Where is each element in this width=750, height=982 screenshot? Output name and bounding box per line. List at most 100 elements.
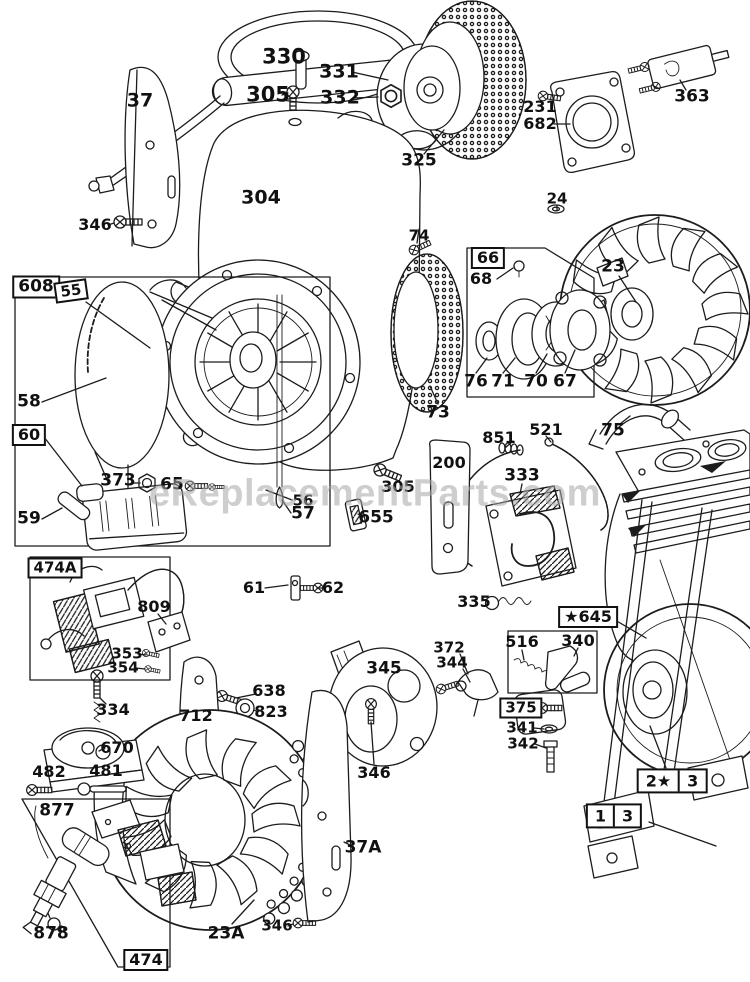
- coil-box-474A-drawing: [29, 556, 191, 681]
- armature-333-drawing: [485, 485, 577, 587]
- part-label-474: 474: [123, 949, 169, 971]
- part-label-23A: 23A: [207, 923, 245, 944]
- part-label-335: 335: [457, 592, 491, 611]
- part-label-363: 363: [674, 86, 710, 107]
- part-label-333: 333: [504, 465, 540, 486]
- split-box-1-3-cell-1: 3: [613, 805, 640, 827]
- part-label-73: 73: [426, 402, 450, 423]
- split-box-2-3: 2★3: [636, 768, 708, 794]
- part-label-354: 354: [107, 658, 139, 677]
- rewind-pulley-drawing: [155, 259, 361, 509]
- part-label-75: 75: [601, 420, 625, 441]
- part-label-344: 344: [436, 653, 468, 672]
- part-label-638: 638: [252, 681, 286, 700]
- split-box-1-3-cell-0: 1: [594, 806, 606, 826]
- part-label-877: 877: [39, 800, 75, 821]
- cylinder-block-drawing: [513, 429, 750, 879]
- mount-group-drawing: [26, 669, 145, 796]
- roller-59-drawing: [57, 491, 91, 521]
- small-hardware-drawing: [138, 204, 565, 601]
- tank-60-drawing: [76, 483, 188, 551]
- part-label-37: 37: [126, 89, 154, 112]
- part-label-332: 332: [320, 86, 360, 109]
- part-label-809: 809: [137, 597, 171, 616]
- part-label-60: 60: [11, 424, 47, 446]
- part-label-481: 481: [89, 761, 123, 780]
- part-label-24: 24: [546, 189, 568, 208]
- part-label-70: 70: [524, 371, 548, 392]
- part-label-200: 200: [432, 453, 466, 472]
- part-label-58: 58: [17, 391, 41, 412]
- baffle-200-drawing: [428, 439, 471, 575]
- hose-521-drawing: [544, 437, 609, 531]
- part-label-56: 56: [292, 491, 314, 510]
- air-deflector-37-drawing: [113, 66, 181, 249]
- part-label-331: 331: [319, 60, 359, 83]
- screw-335-drawing: [484, 595, 532, 611]
- rotating-screen-73-drawing: [390, 253, 464, 413]
- part-label-375: 375: [499, 697, 543, 719]
- part-label-342: 342: [507, 734, 539, 753]
- part-label-516: 516: [505, 632, 539, 651]
- part-label-231: 231: [523, 97, 557, 116]
- part-label-37A: 37A: [344, 837, 382, 858]
- part-label-star645: ★645: [558, 606, 618, 628]
- linkage-box-516-340-drawing: [507, 630, 598, 694]
- breather-plate-231-682-drawing: [537, 70, 636, 174]
- part-label-334: 334: [96, 700, 130, 719]
- part-label-23: 23: [601, 256, 625, 277]
- part-label-341: 341: [506, 718, 538, 737]
- backplate-37A-drawing: [292, 689, 352, 929]
- spark-plug-878-drawing: [22, 856, 77, 935]
- part-label-325: 325: [401, 150, 437, 171]
- part-label-65: 65: [160, 474, 184, 495]
- part-label-346: 346: [357, 763, 391, 782]
- part-label-521: 521: [529, 420, 563, 439]
- part-label-68: 68: [469, 269, 493, 288]
- part-label-71: 71: [491, 371, 515, 392]
- part-label-373: 373: [100, 470, 136, 491]
- part-label-482: 482: [32, 762, 66, 781]
- breaker-box-877-drawing: [21, 798, 197, 968]
- assembly-box-608-drawing: [14, 276, 331, 551]
- flywheel-screen-325-drawing: [403, 0, 527, 160]
- part-label-345: 345: [366, 658, 402, 679]
- part-label-353: 353: [111, 644, 143, 663]
- part-label-76: 76: [464, 371, 488, 392]
- part-label-74: 74: [408, 226, 430, 245]
- part-label-823: 823: [254, 702, 288, 721]
- part-label-61: 61: [242, 578, 266, 597]
- part-label-304: 304: [241, 186, 281, 209]
- oil-tube-75-drawing: [588, 403, 691, 450]
- split-box-2-3-cell-1: 3: [678, 770, 705, 792]
- part-label-340: 340: [561, 631, 595, 650]
- part-label-474A: 474A: [27, 557, 83, 579]
- muffler-345-drawing: [328, 640, 438, 767]
- part-label-305: 305: [381, 477, 415, 496]
- part-label-851: 851: [482, 428, 516, 447]
- part-label-608: 608: [12, 275, 60, 299]
- part-label-670: 670: [100, 738, 134, 757]
- part-label-346: 346: [78, 215, 112, 234]
- part-label-330: 330: [262, 44, 306, 69]
- part-label-712: 712: [179, 706, 213, 725]
- block-363-drawing: [627, 44, 730, 96]
- part-label-878: 878: [33, 923, 69, 944]
- plug-375-group-drawing: [536, 702, 563, 773]
- part-label-66: 66: [470, 247, 506, 269]
- part-label-346: 346: [261, 916, 293, 935]
- clutch-group-box-66-drawing: [466, 247, 611, 398]
- leader-lines: [41, 71, 717, 927]
- part-label-372: 372: [433, 638, 465, 657]
- part-label-682: 682: [523, 114, 557, 133]
- part-label-655: 655: [358, 507, 394, 528]
- part-label-67: 67: [553, 371, 577, 392]
- part-label-305: 305: [246, 82, 290, 107]
- part-label-57: 57: [291, 503, 315, 524]
- part-label-59: 59: [17, 508, 41, 529]
- part-label-55: 55: [53, 278, 89, 304]
